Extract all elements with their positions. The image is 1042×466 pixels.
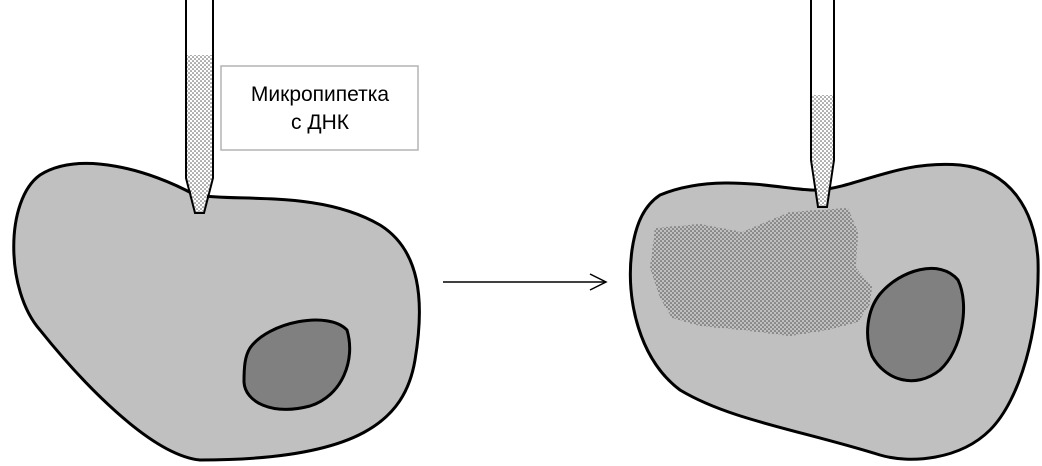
cell-nucleus-right — [866, 266, 965, 383]
cell-nucleus-left — [242, 318, 352, 411]
cell-cytoplasm-left — [12, 162, 421, 462]
injected-dna-region — [650, 208, 872, 336]
cell-after-injection — [628, 162, 1040, 461]
transition-arrow — [443, 273, 608, 291]
label-line-1: Микропипетка — [251, 83, 389, 106]
pipette-dna-fill-right — [812, 95, 833, 205]
micropipette-right — [810, 0, 835, 208]
pipette-walls-left — [185, 0, 214, 214]
cell-before-injection — [12, 162, 421, 462]
micropipette-label: Микропипетка с ДНК — [220, 65, 419, 151]
micropipette-left — [185, 0, 214, 214]
pipette-dna-fill-left — [187, 55, 212, 211]
pipette-walls-right — [810, 0, 835, 208]
arrow-head — [589, 273, 608, 291]
label-box — [220, 65, 419, 151]
label-line-2: с ДНК — [291, 111, 350, 134]
